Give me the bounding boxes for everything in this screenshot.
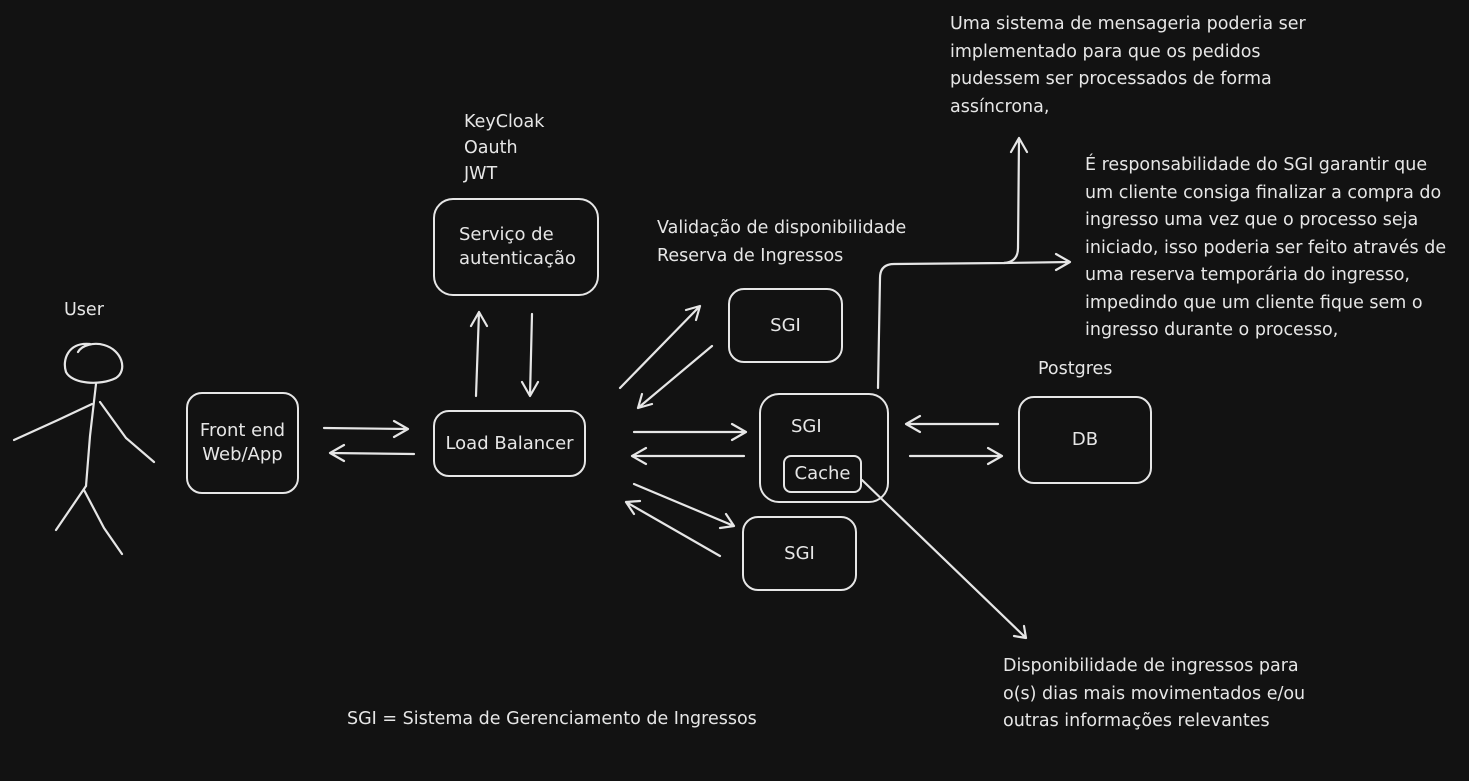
responsibility-note-line: uma reserva temporária do ingresso,: [1085, 265, 1410, 285]
cache-label: Cache: [794, 463, 851, 484]
messaging-note-line: pudessem ser processados de forma: [950, 69, 1272, 89]
sgi-top-box: SGI: [728, 288, 843, 363]
sgi-main-label: SGI: [791, 416, 822, 437]
responsibility-note-line: ingresso durante o processo,: [1085, 320, 1339, 340]
cache-box: Cache: [783, 455, 862, 493]
auth-line2: autenticação: [459, 248, 576, 269]
arrow-lb-to-sgi-main: [632, 422, 748, 442]
responsibility-note-line: É responsabilidade do SGI garantir que: [1085, 155, 1428, 175]
sgi-main-box: SGI Cache: [759, 393, 889, 503]
auth-tech-list: KeyCloak Oauth JWT: [464, 109, 544, 187]
auth-tech-keycloak: KeyCloak: [464, 112, 545, 132]
postgres-label: Postgres: [1038, 359, 1113, 379]
messaging-note-line: Uma sistema de mensageria poderia ser: [950, 14, 1306, 34]
auth-service-box: Serviço de autenticação: [433, 198, 599, 296]
sgi-bottom-label: SGI: [784, 542, 815, 564]
messaging-note-line: implementado para que os pedidos: [950, 41, 1261, 62]
db-label: DB: [1071, 429, 1099, 450]
arrow-db-to-sgi-main: [904, 414, 1000, 434]
legend-text: SGI = Sistema de Gerenciamento de Ingres…: [347, 709, 757, 729]
user-stick-figure: [12, 342, 156, 556]
auth-line1: Serviço de: [459, 224, 554, 245]
arrow-sgi-top-to-lb: [636, 344, 714, 410]
frontend-line1: Front end: [199, 420, 286, 441]
auth-tech-oauth: Oauth: [464, 138, 518, 158]
responsibility-note-line: ingresso uma vez que o processo seja: [1085, 210, 1419, 230]
messaging-note-line: assíncrona,: [950, 96, 1050, 117]
sgi-top-label: SGI: [770, 314, 801, 336]
load-balancer-label: Load Balancer: [445, 432, 574, 454]
sgi-function-validation: Validação de disponibilidade: [657, 218, 907, 238]
load-balancer-box: Load Balancer: [433, 410, 586, 477]
cache-note-line: o(s) dias mais movimentados e/ou: [1003, 683, 1306, 704]
sgi-bottom-box: SGI: [742, 516, 857, 591]
arrow-lb-to-auth: [469, 310, 489, 398]
db-box: DB: [1018, 396, 1152, 484]
cache-note-line: outras informações relevantes: [1003, 711, 1270, 731]
responsibility-note-line: um cliente consiga finalizar a compra do: [1085, 182, 1442, 203]
frontend-box: Front end Web/App: [186, 392, 299, 494]
auth-tech-jwt: JWT: [464, 164, 498, 184]
sgi-function-reservation: Reserva de Ingressos: [657, 246, 844, 266]
cache-note-line: Disponibilidade de ingressos para: [1003, 656, 1299, 676]
arrow-to-responsibility-note: [1002, 252, 1072, 272]
arrow-lb-to-sgi-bottom: [632, 482, 736, 530]
cache-note: Disponibilidade de ingressos para o(s) d…: [1003, 653, 1305, 736]
responsibility-note-line: impedindo que um cliente fique sem o: [1085, 292, 1423, 313]
arrow-sgi-main-to-lb: [630, 446, 746, 466]
user-label: User: [64, 300, 104, 320]
arrow-cache-to-note: [860, 478, 1028, 640]
arrow-sgi-bottom-to-lb: [624, 499, 722, 558]
arrow-sgi-to-notes: [876, 136, 1029, 390]
arrow-frontend-to-lb: [322, 419, 410, 439]
sgi-functions-label: Validação de disponibilidade Reserva de …: [657, 214, 906, 270]
arrow-lb-to-frontend: [328, 443, 416, 463]
responsibility-note: É responsabilidade do SGI garantir que u…: [1085, 152, 1446, 345]
arrow-lb-to-sgi-top: [618, 304, 702, 390]
messaging-note: Uma sistema de mensageria poderia ser im…: [950, 11, 1306, 121]
responsibility-note-line: iniciado, isso poderia ser feito através…: [1085, 237, 1447, 258]
frontend-line2: Web/App: [202, 444, 283, 465]
arrow-auth-to-lb: [520, 312, 540, 398]
arrow-sgi-main-to-db: [908, 446, 1004, 466]
